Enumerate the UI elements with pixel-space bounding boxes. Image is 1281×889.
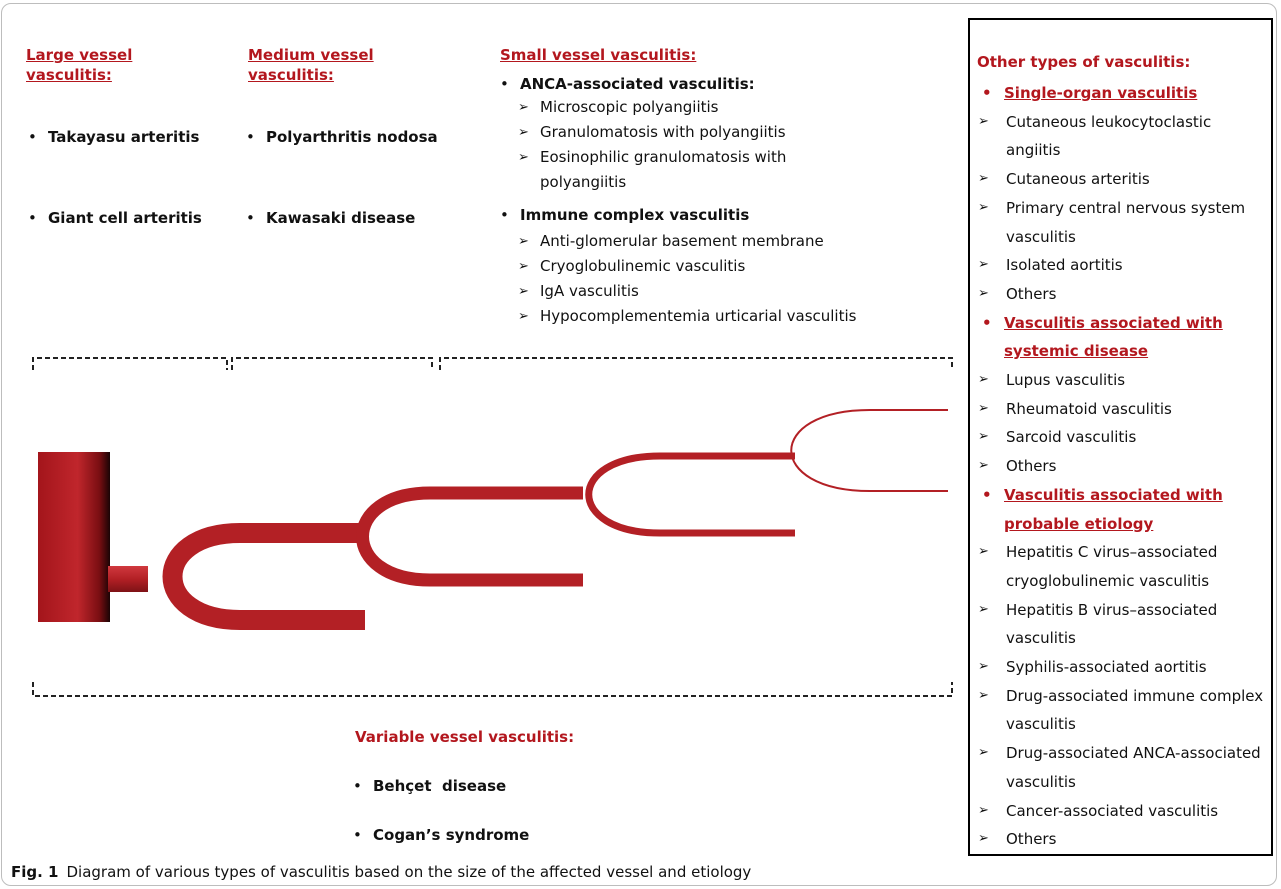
list-item: Cancer-associated vasculitis <box>978 797 1270 826</box>
list-item: Isolated aortitis <box>978 251 1270 280</box>
list-item: IgA vasculitis <box>518 279 938 304</box>
aorta-trunk <box>38 452 110 622</box>
anca-associated-heading: •ANCA-associated vasculitis: <box>500 75 755 93</box>
list-item: Anti-glomerular basement membrane <box>518 229 938 254</box>
bracket-variable <box>32 682 953 697</box>
other-types-heading: Other types of vasculitis: <box>977 53 1191 71</box>
small-artery-branch <box>356 486 583 587</box>
list-item: Rheumatoid vasculitis <box>978 395 1270 424</box>
bracket-large <box>32 357 228 370</box>
large-item-giant-cell: •Giant cell arteritis <box>28 209 202 227</box>
large-branch-stem <box>108 566 148 592</box>
medium-item-kawasaki: •Kawasaki disease <box>246 209 416 227</box>
group-probable-etiology: Vasculitis associated with probable etio… <box>978 481 1270 538</box>
variable-vessel-heading: Variable vessel vasculitis: <box>355 728 575 746</box>
medium-item-polyarthritis: •Polyarthritis nodosa <box>246 128 438 146</box>
figure-frame <box>1 3 1277 886</box>
list-item: Primary central nervous system vasculiti… <box>978 194 1270 251</box>
other-types-list: Single-organ vasculitis Cutaneous leukoc… <box>978 79 1270 854</box>
list-item: Cutaneous arteritis <box>978 165 1270 194</box>
group-single-organ: Single-organ vasculitis <box>978 79 1270 108</box>
variable-item-cogan: •Cogan’s syndrome <box>353 826 530 844</box>
large-item-takayasu: •Takayasu arteritis <box>28 128 200 146</box>
anca-list: Microscopic polyangiitis Granulomatosis … <box>518 95 818 195</box>
list-item: Syphilis-associated aortitis <box>978 653 1270 682</box>
figure-caption: Fig. 1 Diagram of various types of vascul… <box>11 862 751 882</box>
list-item: Cryoglobulinemic vasculitis <box>518 254 938 279</box>
medium-artery-branch <box>162 523 365 630</box>
list-item: Microscopic polyangiitis <box>518 95 818 120</box>
list-item: Drug-associated immune complex vasculiti… <box>978 682 1270 739</box>
list-item: Hepatitis B virus–associated vasculitis <box>978 596 1270 653</box>
list-item: Others <box>978 825 1270 854</box>
variable-item-behcet: •Behçet disease <box>353 777 507 795</box>
arteriole-branch <box>585 452 795 537</box>
medium-vessel-heading: Medium vessel vasculitis: <box>248 46 374 84</box>
other-types-panel <box>968 18 1273 856</box>
immune-complex-heading: •Immune complex vasculitis <box>500 206 750 224</box>
capillary-branch <box>790 409 948 492</box>
figure-label: Fig. 1 <box>11 863 59 881</box>
bracket-medium <box>231 357 433 370</box>
list-item: Sarcoid vasculitis <box>978 423 1270 452</box>
caption-text: Diagram of various types of vasculitis b… <box>66 863 752 881</box>
list-item: Cutaneous leukocytoclastic angiitis <box>978 108 1270 165</box>
group-systemic-disease: Vasculitis associated with systemic dise… <box>978 309 1270 366</box>
list-item: Hepatitis C virus–associated cryoglobuli… <box>978 538 1270 595</box>
large-vessel-heading: Large vessel vasculitis: <box>26 46 133 84</box>
list-item: Drug-associated ANCA-associated vasculit… <box>978 739 1270 796</box>
list-item: Hypocomplementemia urticarial vasculitis <box>518 304 938 329</box>
list-item: Lupus vasculitis <box>978 366 1270 395</box>
small-vessel-heading: Small vessel vasculitis: <box>500 46 697 64</box>
list-item: Others <box>978 280 1270 309</box>
list-item: Granulomatosis with polyangiitis <box>518 120 818 145</box>
list-item: Others <box>978 452 1270 481</box>
bracket-small <box>439 357 953 370</box>
list-item: Eosinophilic granulomatosis with polyang… <box>518 145 818 195</box>
immune-complex-list: Anti-glomerular basement membrane Cryogl… <box>518 229 938 329</box>
